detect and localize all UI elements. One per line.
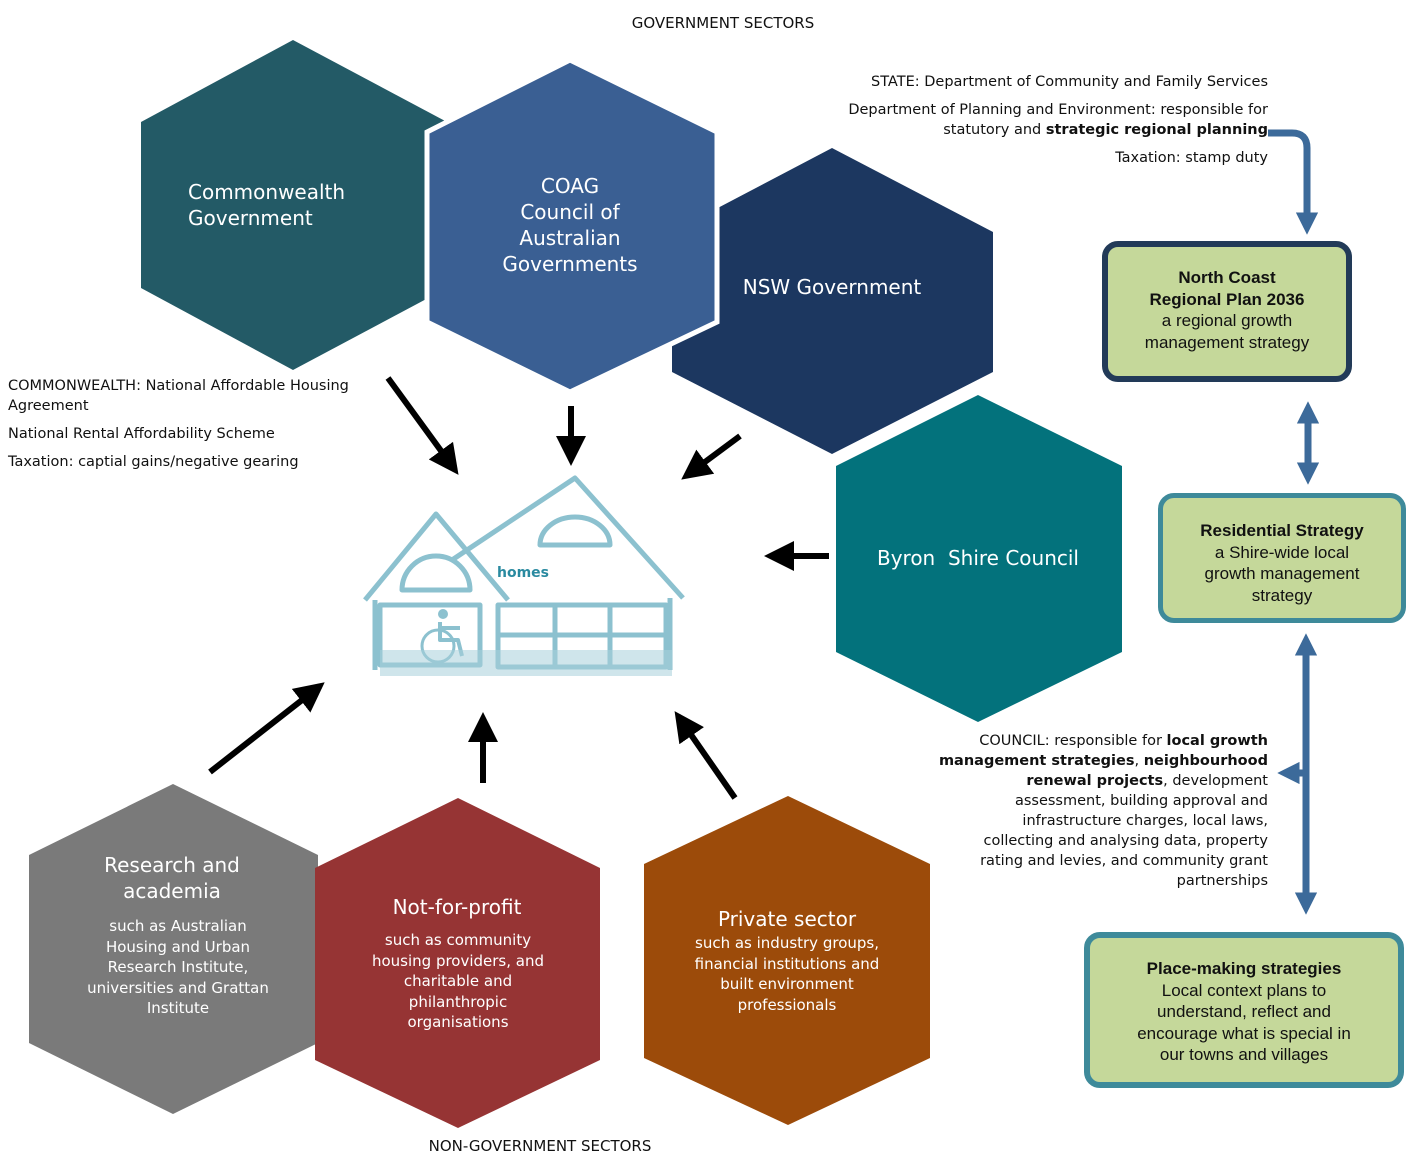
house-wheelchair-icon: [363, 475, 685, 670]
connector-state-to-regional: [1268, 129, 1319, 235]
council-note-bold-2: neighbourhood renewal projects: [1026, 753, 1268, 789]
hexagon-nfp-title: Not-for-profit: [392, 895, 522, 919]
council-note-text-3: , development assessment, building appro…: [980, 773, 1268, 889]
hexagon-byron-title: Byron Shire Council: [876, 546, 1079, 570]
hexagon-private: [644, 796, 930, 1125]
arrow-nsw-to-home: [681, 433, 742, 480]
residential-strategy-box: Residential Strategy a Shire-wide local …: [1158, 493, 1406, 623]
hexagon-commonwealth: [141, 40, 447, 370]
state-notes: STATE: Department of Community and Famil…: [790, 72, 1268, 176]
state-note-planning-text: Department of Planning and Environment: …: [848, 102, 1268, 138]
hexagon-nfp: [315, 798, 600, 1128]
place-making-strategies-box: Place-making strategies Local context pl…: [1084, 932, 1404, 1088]
house-base-shading: [380, 650, 672, 676]
government-sectors-heading: GOVERNMENT SECTORS: [631, 14, 815, 32]
council-note-text-1: COUNCIL: responsible for: [979, 733, 1167, 749]
hexagon-byron: [836, 395, 1122, 722]
state-note-planning: Department of Planning and Environment: …: [790, 100, 1268, 140]
home-label: homes: [497, 565, 550, 581]
state-note-planning-bold: strategic regional planning: [1045, 122, 1268, 138]
council-note-bold-1: local growth management strategies: [938, 733, 1268, 769]
hexagon-research-subtitle: such as Australian Housing and Urban Res…: [87, 917, 269, 1017]
arrow-research-to-home: [208, 682, 325, 775]
council-note-text-2: ,: [1134, 753, 1144, 769]
hexagon-coag-title: COAG Council of Australian Governments: [502, 174, 638, 276]
regional-plan-title: North Coast Regional Plan 2036: [1149, 268, 1305, 309]
hexagon-nsw: [672, 148, 993, 454]
council-notes: COUNCIL: responsible for local growth ma…: [900, 731, 1268, 891]
influence-arrows: [208, 376, 829, 800]
arrow-commonwealth-to-home: [385, 376, 459, 475]
state-note-taxation: Taxation: stamp duty: [1115, 150, 1268, 166]
state-note-community-services: STATE: Department of Community and Famil…: [870, 74, 1268, 90]
commonwealth-notes: COMMONWEALTH: National Affordable Housin…: [8, 376, 398, 480]
hexagon-private-subtitle: such as industry groups, financial insti…: [694, 934, 880, 1014]
non-government-sectors-heading: NON-GOVERNMENT SECTORS: [428, 1137, 652, 1155]
regional-plan-body: a regional growth management strategy: [1144, 311, 1310, 352]
hexagon-private-title: Private sector: [717, 907, 857, 931]
residential-strategy-title: Residential Strategy: [1200, 521, 1364, 540]
place-making-body: Local context plans to understand, refle…: [1137, 980, 1351, 1065]
place-making-title: Place-making strategies: [1146, 959, 1342, 978]
north-coast-regional-plan-box: North Coast Regional Plan 2036 a regiona…: [1102, 241, 1352, 382]
hexagon-commonwealth-title: Commonwealth Government: [188, 180, 346, 230]
commonwealth-note-nras: National Rental Affordability Scheme: [8, 426, 275, 442]
hexagon-nfp-subtitle: such as community housing providers, and…: [371, 931, 545, 1031]
arrow-private-to-home: [674, 711, 738, 800]
commonwealth-note-agreement: COMMONWEALTH: National Affordable Housin…: [8, 378, 349, 414]
commonwealth-note-taxation: Taxation: captial gains/negative gearing: [8, 454, 299, 470]
hexagon-research-title: Research and academia: [104, 853, 240, 903]
hexagon-nsw-title: NSW Government: [742, 275, 922, 299]
residential-strategy-body: a Shire-wide local growth management str…: [1204, 542, 1360, 605]
strategy-connectors: [1268, 129, 1320, 915]
hexagon-coag: [424, 57, 720, 395]
hexagon-research: [29, 784, 318, 1114]
